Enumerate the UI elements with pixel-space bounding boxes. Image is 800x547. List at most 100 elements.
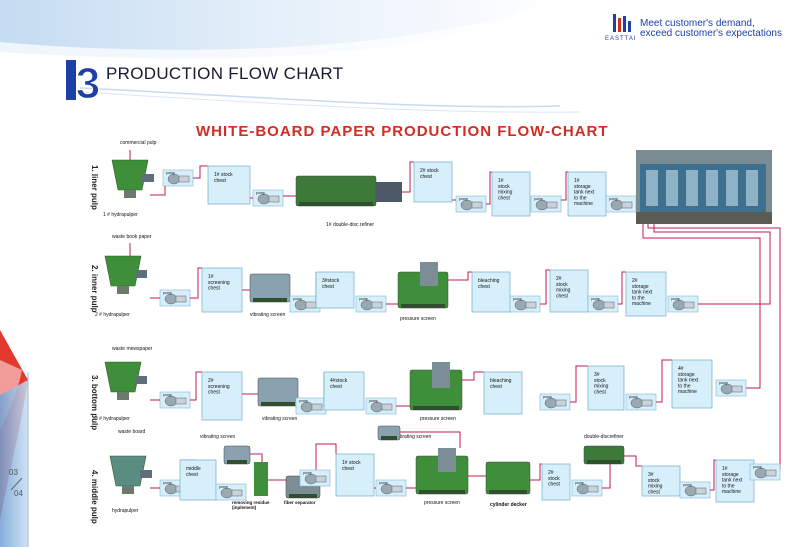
row1-pulper-label: 1 # hydrapulper <box>103 212 138 218</box>
row-label-1: 1. liner pulp <box>90 165 99 210</box>
row3-pump2 <box>295 397 327 415</box>
row1-pulper-motor <box>142 174 154 182</box>
row1-refiner <box>295 175 377 207</box>
section-number-badge: 3 3 <box>66 58 101 104</box>
slogan: Meet customer's demand, exceed customer'… <box>640 19 782 39</box>
row4-l12 <box>624 455 642 467</box>
row4-pulper <box>109 455 152 494</box>
section-number-outline: 3 <box>76 59 100 104</box>
row3-l9 <box>746 380 761 389</box>
row1-refiner-label: 1# double-disc refiner <box>326 222 374 228</box>
row3-vibrating-screen-base <box>261 402 295 406</box>
row-return-1 <box>642 224 761 380</box>
row4-double-disc-refiner <box>583 445 625 465</box>
row2-pump1-label: pump <box>163 291 172 295</box>
row4-fiber-separator-base <box>289 494 317 498</box>
row4-vibrating-screen-1-base <box>227 460 247 464</box>
row3-pulper-base <box>117 392 129 400</box>
row2-vibrating-screen-label: vibrating screen <box>250 312 286 318</box>
row4-pump6-motor <box>684 485 698 497</box>
row3-screening-chest <box>201 371 243 421</box>
row-label-2: 2. inner pulp <box>90 265 99 313</box>
paper-machine-roll <box>666 170 678 206</box>
row1-pump1-motor <box>167 173 181 185</box>
row1-pump4-body <box>546 201 558 209</box>
row4-pressure-screen-base <box>419 490 465 494</box>
row3-pump2-motor <box>300 401 314 413</box>
row4-vibrating-screen-1-label: vibrating screen <box>200 434 236 440</box>
row1-refiner-base <box>299 202 373 206</box>
row2-pump3 <box>355 295 387 313</box>
row2-stock-chest-3 <box>315 271 355 309</box>
row4-pump2-body <box>231 489 243 497</box>
paper-machine-body <box>640 164 766 212</box>
row4-pump4 <box>375 479 407 497</box>
row3-source: waste mewspaper <box>112 346 153 352</box>
row3-pump3-label: pump <box>369 399 378 403</box>
row1-stock-chest-2 <box>413 161 453 203</box>
row3-vibrating-screen <box>257 377 299 407</box>
row3-pump1-label: pump <box>163 393 172 397</box>
row1-pump2-body <box>268 195 280 203</box>
row3-storage-tank <box>671 359 713 409</box>
row4-pump7 <box>749 463 781 481</box>
row4-pump1-motor <box>164 483 178 495</box>
row3-pulper-label: 3 # hydrapulper <box>95 416 130 422</box>
slogan-line-2: exceed customer's expectations <box>640 28 782 39</box>
row4-double-disc-refiner-base <box>587 460 621 464</box>
row4-pump3-body <box>315 475 327 483</box>
row4-cylinder-decker-base <box>489 490 527 494</box>
row1-refiner-body <box>295 175 377 207</box>
row4-pump4-body <box>391 485 403 493</box>
row3-vibrating-screen-label: vibrating screen <box>262 416 298 422</box>
row4-pressure-screen-label: pressure screen <box>424 500 460 506</box>
row1-mixing-chest <box>491 171 531 217</box>
row4-pulper-label: hydrapulper <box>112 508 139 514</box>
row2-pump3-motor <box>360 299 374 311</box>
row1-pump3-motor <box>460 199 474 211</box>
row1-pump1-label: pump <box>166 171 175 175</box>
row1-pump5 <box>605 195 637 213</box>
row2-storage-tank <box>625 271 667 317</box>
row1-l5 <box>402 161 414 193</box>
row4-mixing-chest <box>641 465 681 497</box>
row2-pulper-body <box>104 255 142 287</box>
row2-pump3-label: pump <box>359 297 368 301</box>
row3-pump5-body <box>641 399 653 407</box>
row4-pump6 <box>679 481 711 499</box>
paper-machine-roll <box>646 170 658 206</box>
row2-pressure-screen-label: pressure screen <box>400 316 436 322</box>
row4-vibrating-screen-2-label: vibrating screen <box>396 434 432 440</box>
row2-mixing-chest <box>549 269 589 313</box>
row2-pump2-body <box>305 301 317 309</box>
row1-pulper <box>111 159 154 198</box>
row4-removing-residue <box>254 462 268 496</box>
row1-pump4-motor <box>535 199 549 211</box>
row4-pump4-label: pump <box>379 481 388 485</box>
row1-stock-chest <box>207 165 251 205</box>
row2-pump2-label: pump <box>293 297 302 301</box>
row3-pump6-motor <box>720 383 734 395</box>
row4-pump2-label: pump <box>219 485 228 489</box>
row1-source: commercial pulp <box>120 140 157 146</box>
row1-pump1-body <box>178 175 190 183</box>
row2-vibrating-screen <box>249 273 291 303</box>
row1-refiner-motor <box>376 182 402 202</box>
row3-stock-chest-4 <box>323 371 365 411</box>
row3-pump4-body <box>555 399 567 407</box>
row2-pump4-body <box>525 301 537 309</box>
row4-pump2 <box>215 483 247 501</box>
row2-pulper <box>104 255 147 294</box>
row2-pump5-body <box>603 301 615 309</box>
